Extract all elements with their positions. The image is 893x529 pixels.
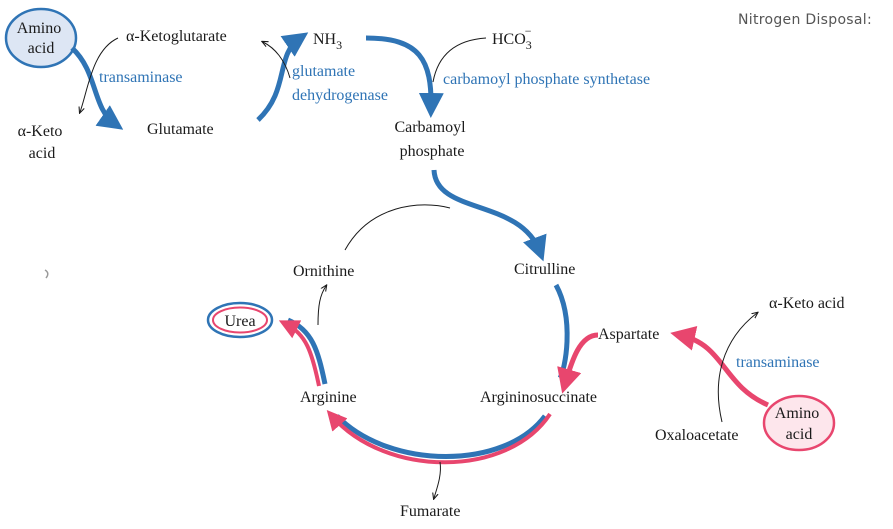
alpha-ketoglutarate-label: α-Ketoglutarate xyxy=(126,28,227,45)
arginine-to-ornithine-arc xyxy=(317,286,326,326)
urea-label: Urea xyxy=(224,313,255,330)
side-transaminase-arrow xyxy=(670,326,770,408)
carbamoyl-phosphate-label: Carbamoyl phosphate xyxy=(394,119,469,160)
arginine-to-urea-pink xyxy=(278,320,321,387)
scan-speck-mark xyxy=(44,269,49,279)
glutamate-dehydrogenase-arrow xyxy=(256,32,309,122)
citrulline-label: Citrulline xyxy=(514,261,575,278)
argininosuccinate-label: Argininosuccinate xyxy=(480,389,597,406)
side-amino-acid-label: Amino acid xyxy=(775,405,823,443)
aspartate-input-arrow xyxy=(557,332,599,394)
transaminase-arrow xyxy=(70,46,124,130)
ketoglutarate-to-ketoacid-arc xyxy=(80,37,119,112)
glutamate-dehydrogenase-label: glutamate dehydrogenase xyxy=(292,63,388,104)
arginine-label: Arginine xyxy=(300,389,357,406)
fumarate-label: Fumarate xyxy=(400,503,460,520)
page-title: Nitrogen Disposal: xyxy=(738,12,872,28)
bicarbonate-label: HCO3− xyxy=(492,24,532,52)
glutamate-to-ketoglutarate-arc xyxy=(263,42,291,79)
bicarbonate-input-line xyxy=(432,37,487,83)
side-alpha-keto-acid-label: α-Keto acid xyxy=(769,295,844,312)
side-amino-acid-node xyxy=(762,394,836,452)
aspartate-label: Aspartate xyxy=(598,326,659,343)
citrulline-to-argininosuccinate-arrow xyxy=(553,283,570,380)
transaminase-label: transaminase xyxy=(99,69,183,86)
argininosuccinate-to-arginine-pink xyxy=(326,409,552,465)
carbamoyl-phosphate-synthetase-label: carbamoyl phosphate synthetase xyxy=(443,71,650,88)
oxaloacetate-to-ketoacid-arc xyxy=(717,313,757,423)
amino-acid-node xyxy=(4,7,78,69)
ornithine-to-citrulline-arc xyxy=(344,204,451,251)
amino-acid-label: Amino acid xyxy=(17,20,65,57)
carbamoyl-to-citrulline-arrow xyxy=(431,169,547,262)
alpha-keto-acid-label: α-Keto acid xyxy=(18,123,67,162)
nh3-label: NH3 xyxy=(313,31,342,52)
argininosuccinate-to-arginine-blue xyxy=(335,414,548,459)
carbamoyl-synthetase-arrow xyxy=(365,35,444,118)
side-transaminase-label: transaminase xyxy=(736,354,820,371)
oxaloacetate-label: Oxaloacetate xyxy=(655,427,739,444)
glutamate-label: Glutamate xyxy=(147,121,214,138)
fumarate-output-arc xyxy=(434,461,441,498)
urea-node-inner xyxy=(212,306,268,334)
ornithine-label: Ornithine xyxy=(293,263,354,280)
